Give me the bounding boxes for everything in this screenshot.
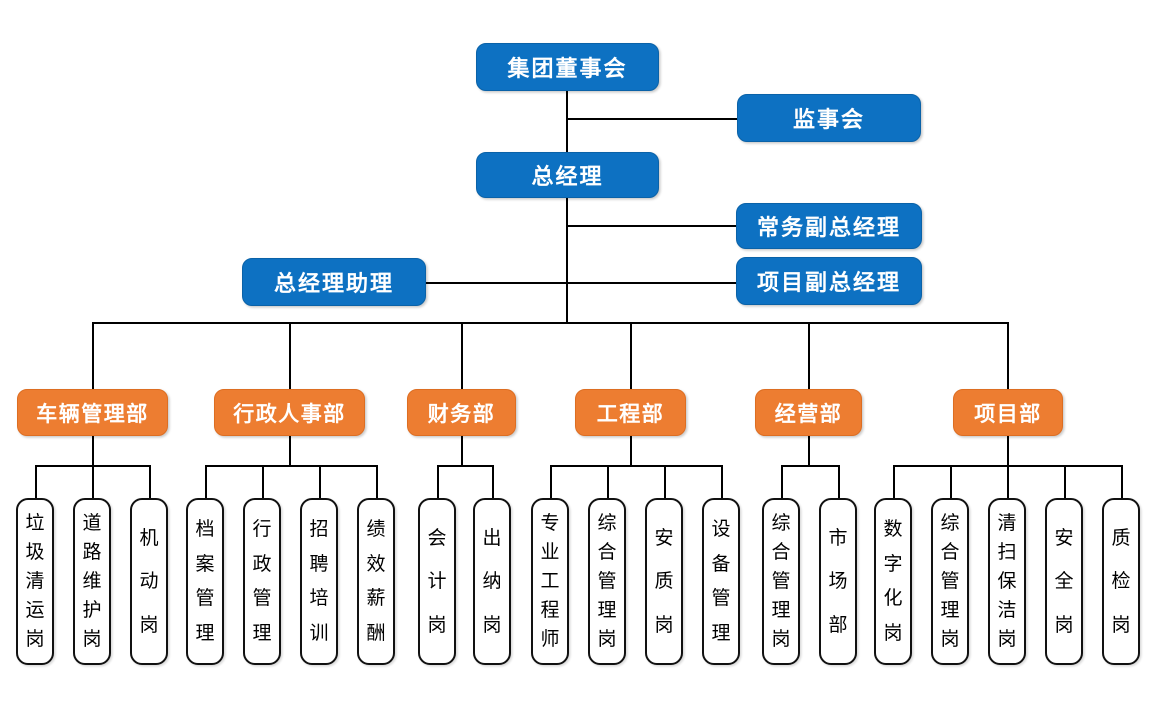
node-dept-finance: 财务部 [407, 389, 516, 436]
connector [92, 322, 94, 389]
node-position-safety-quality: 安质岗 [645, 498, 683, 665]
connector [461, 322, 463, 389]
connector [205, 465, 207, 498]
node-position-cashier: 出纳岗 [473, 498, 511, 665]
connector [437, 465, 439, 498]
connector [567, 225, 737, 227]
connector [492, 465, 494, 498]
node-position-mobile-duty: 机动岗 [130, 498, 168, 665]
connector [149, 465, 151, 498]
connector [461, 436, 463, 465]
connector [630, 436, 632, 465]
connector [92, 436, 94, 465]
connector [630, 322, 632, 389]
connector [950, 465, 952, 498]
node-dept-vehicle-management: 车辆管理部 [17, 389, 168, 436]
node-position-equipment-management: 设备管理 [702, 498, 740, 665]
connector [781, 465, 838, 467]
connector [205, 465, 376, 467]
node-project-deputy-gm: 项目副总经理 [736, 257, 922, 305]
node-board: 集团董事会 [476, 43, 659, 91]
node-position-digitalization: 数字化岗 [874, 498, 912, 665]
node-dept-operations: 经营部 [755, 389, 862, 436]
connector [566, 197, 568, 323]
connector [289, 436, 291, 465]
node-position-general-management-eng: 综合管理岗 [588, 498, 626, 665]
connector [893, 465, 895, 498]
connector [566, 91, 568, 152]
connector [1007, 436, 1009, 465]
connector [664, 465, 666, 498]
connector [319, 465, 321, 498]
connector [781, 465, 783, 498]
node-position-recruit-training: 招聘培训 [300, 498, 338, 665]
connector [376, 465, 378, 498]
node-executive-deputy-gm: 常务副总经理 [736, 203, 922, 249]
node-position-road-maintenance: 道路维护岗 [73, 498, 111, 665]
connector [550, 465, 721, 467]
connector [567, 118, 737, 120]
connector [425, 282, 737, 284]
node-position-general-management-proj: 综合管理岗 [931, 498, 969, 665]
connector [92, 465, 94, 498]
node-general-manager: 总经理 [476, 152, 659, 198]
connector [437, 465, 492, 467]
connector [35, 465, 37, 498]
node-position-safety: 安全岗 [1045, 498, 1083, 665]
connector [1007, 465, 1009, 498]
node-dept-engineering: 工程部 [575, 389, 686, 436]
node-position-quality-inspection: 质检岗 [1102, 498, 1140, 665]
node-dept-admin-hr: 行政人事部 [214, 389, 365, 436]
connector [92, 322, 1009, 324]
connector [550, 465, 552, 498]
connector [262, 465, 264, 498]
connector [838, 465, 840, 498]
node-position-accountant: 会计岗 [418, 498, 456, 665]
node-position-garbage-collection: 垃圾清运岗 [16, 498, 54, 665]
node-position-archive-management: 档案管理 [186, 498, 224, 665]
connector [1121, 465, 1123, 498]
node-position-sweeping-cleaning: 清扫保洁岗 [988, 498, 1026, 665]
node-position-performance-payroll: 绩效薪酬 [357, 498, 395, 665]
connector [721, 465, 723, 498]
node-dept-project: 项目部 [953, 389, 1063, 436]
connector [808, 322, 810, 389]
connector [808, 436, 810, 465]
node-position-general-management-ops: 综合管理岗 [762, 498, 800, 665]
connector [1064, 465, 1066, 498]
node-gm-assistant: 总经理助理 [242, 258, 426, 306]
connector [1007, 322, 1009, 389]
connector [607, 465, 609, 498]
node-position-admin-management: 行政管理 [243, 498, 281, 665]
node-position-market: 市场部 [819, 498, 857, 665]
node-supervisory-board: 监事会 [737, 94, 921, 142]
node-position-professional-engineer: 专业工程师 [531, 498, 569, 665]
connector [289, 322, 291, 389]
